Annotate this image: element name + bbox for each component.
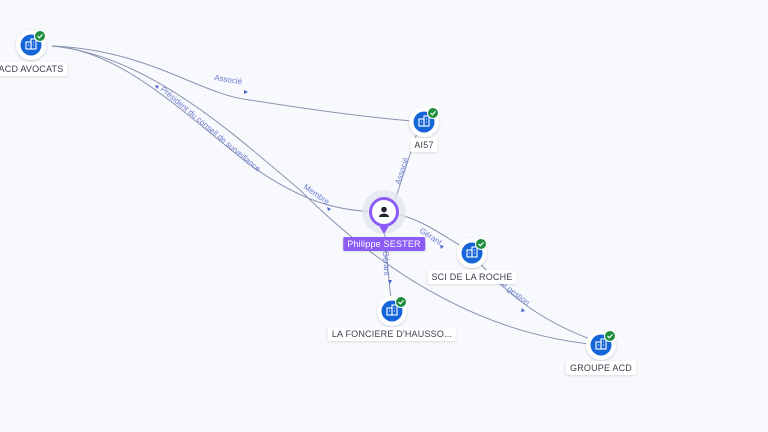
arrow-e1 bbox=[244, 90, 248, 94]
verified-check-icon bbox=[427, 107, 439, 119]
node-label-acd-avocats[interactable]: ACD AVOCATS bbox=[0, 62, 68, 76]
node-acd-avocats[interactable] bbox=[16, 30, 46, 60]
arrow-e3 bbox=[327, 207, 331, 211]
node-label-philippe-sester[interactable]: Philippe SESTER bbox=[343, 237, 425, 251]
building-icon bbox=[418, 115, 430, 127]
arrow-e2 bbox=[155, 85, 159, 89]
edges bbox=[51, 45, 601, 346]
arrow-e5 bbox=[440, 245, 444, 249]
building-icon bbox=[466, 246, 478, 258]
edge-sci-roche-groupe-acd[interactable] bbox=[471, 254, 599, 343]
node-label-sci-de-la-roche[interactable]: SCI DE LA ROCHE bbox=[427, 270, 517, 284]
edge-label-e3: Membre bbox=[302, 182, 332, 207]
building-icon bbox=[386, 304, 398, 316]
building-icon bbox=[595, 338, 607, 350]
node-sci-de-la-roche[interactable] bbox=[457, 238, 487, 268]
edge-label-e1: Associé bbox=[214, 73, 244, 86]
person-icon bbox=[379, 206, 389, 217]
node-label-ai57[interactable]: AI57 bbox=[410, 138, 438, 152]
edge-acd-avocats-ai57[interactable] bbox=[51, 45, 425, 123]
arrow-e6 bbox=[388, 280, 392, 284]
edge-arrows bbox=[155, 85, 525, 312]
verified-check-icon bbox=[604, 330, 616, 342]
arrow-e7 bbox=[521, 308, 525, 312]
verified-check-icon bbox=[395, 296, 407, 308]
edge-label-e4: Associé bbox=[393, 156, 410, 186]
node-ai57[interactable] bbox=[409, 107, 439, 137]
node-label-la-fonciere[interactable]: LA FONCIERE D'HAUSSO... bbox=[327, 327, 457, 341]
building-icon bbox=[25, 38, 37, 50]
edge-label-e6: Gérant bbox=[381, 251, 391, 277]
verified-check-icon bbox=[475, 238, 487, 250]
edge-acd-avocats-person[interactable] bbox=[51, 45, 385, 213]
edge-label-e2: Président du conseil de surveillance bbox=[159, 85, 263, 174]
verified-check-icon bbox=[34, 30, 46, 42]
node-groupe-acd[interactable] bbox=[586, 330, 616, 360]
node-philippe-sester[interactable] bbox=[362, 190, 406, 234]
node-la-fonciere[interactable] bbox=[377, 296, 407, 326]
node-label-groupe-acd[interactable]: GROUPE ACD bbox=[565, 361, 637, 375]
edge-acd-avocats-groupe-acd[interactable] bbox=[51, 45, 601, 346]
